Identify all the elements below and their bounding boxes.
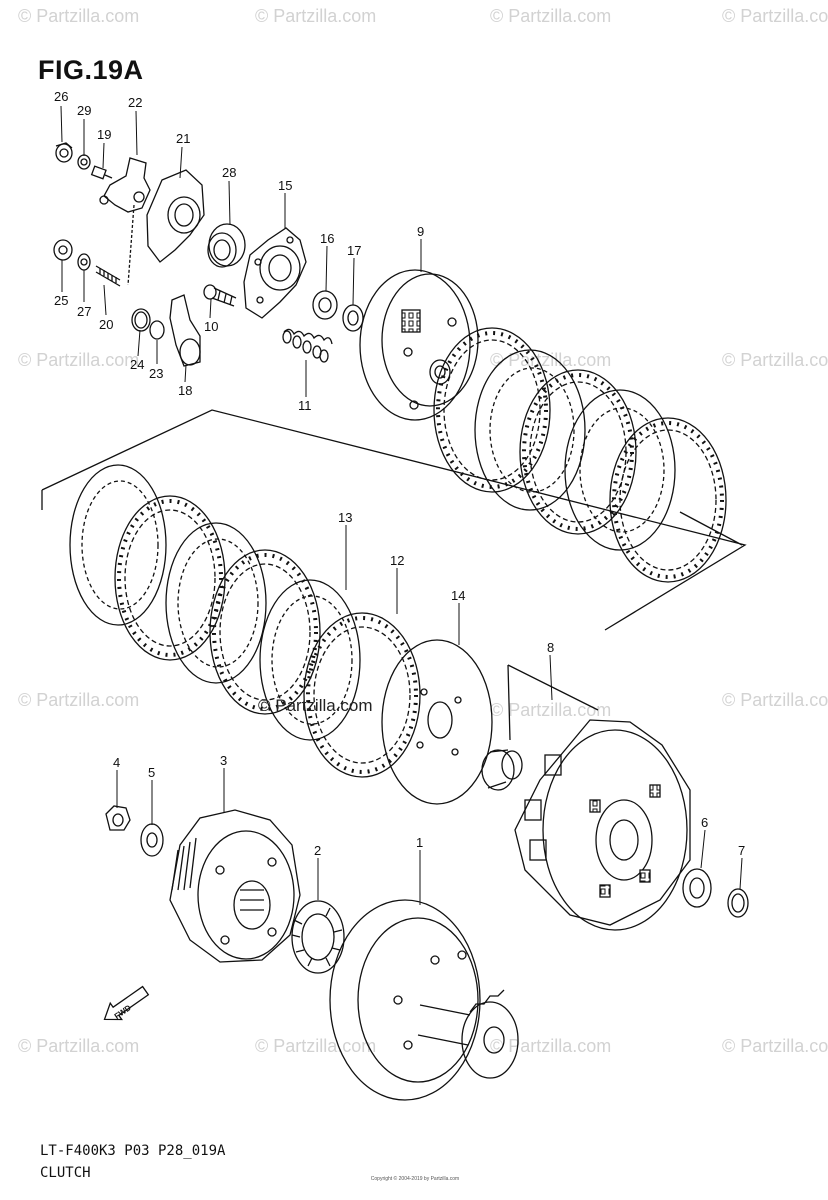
callout-13: 13 <box>338 510 352 525</box>
callout-3: 3 <box>220 753 227 768</box>
watermark: © Partzilla.com <box>490 6 612 26</box>
callout-20: 20 <box>99 317 113 332</box>
one-way-clutch-2 <box>291 900 345 974</box>
callout-1: 1 <box>416 835 423 850</box>
release-flange-15 <box>243 227 307 319</box>
watermark: © Partzilla.com <box>18 690 140 710</box>
callout-10: 10 <box>204 319 218 334</box>
bolt-19 <box>90 165 113 180</box>
sleeve <box>481 749 523 791</box>
clutch-hub-3 <box>169 809 301 963</box>
callout-11: 11 <box>298 398 312 413</box>
callout-28: 28 <box>222 165 236 180</box>
watermark: © Partzilla.com <box>18 1036 140 1056</box>
copyright-note: Copyright © 2004-2019 by Partzilla.com <box>370 1176 460 1182</box>
callout-25: 25 <box>54 293 68 308</box>
callout-4: 4 <box>113 755 120 770</box>
callout-2: 2 <box>314 843 321 858</box>
bearing-28 <box>207 223 246 268</box>
clutch-housing-8 <box>514 719 691 931</box>
primary-driven-gear-1 <box>329 899 519 1101</box>
nut-26 <box>55 142 73 163</box>
callout-18: 18 <box>178 383 192 398</box>
washer-27 <box>77 253 91 271</box>
callout-labels: 26 29 19 22 21 28 15 16 17 9 25 27 20 10… <box>54 89 745 1021</box>
watermark: © Partzilla.com <box>722 350 828 370</box>
callout-19: 19 <box>97 127 111 142</box>
lever-22 <box>99 157 151 286</box>
bolt-10 <box>203 284 237 307</box>
washer-5 <box>140 823 164 857</box>
washer-17 <box>342 304 364 332</box>
callout-23: 23 <box>149 366 163 381</box>
callout-21: 21 <box>176 131 190 146</box>
cover-plate-21 <box>146 169 205 263</box>
watermark: © Partzilla.com <box>18 350 140 370</box>
washer-29 <box>77 154 91 170</box>
watermark: © Partzilla.com <box>490 700 612 720</box>
callout-14: 14 <box>451 588 465 603</box>
friction-plate-12 <box>303 612 421 778</box>
callout-29: 29 <box>77 103 91 118</box>
watermark: © Partzilla.com <box>722 1036 828 1056</box>
callout-8: 8 <box>547 640 554 655</box>
friction-plate <box>209 549 321 715</box>
friction-plate <box>609 417 727 583</box>
screw-20 <box>95 265 121 287</box>
callout-26: 26 <box>54 89 68 104</box>
steel-plate <box>564 389 676 551</box>
plate-set-bracket <box>41 409 747 631</box>
watermark: © Partzilla.com <box>255 1036 377 1056</box>
oring-24 <box>131 308 151 332</box>
steel-plate <box>165 522 267 684</box>
pressure-plate-9 <box>359 269 479 421</box>
springs-11 <box>282 328 333 363</box>
callout-24: 24 <box>130 357 144 372</box>
thrust-plate-14 <box>381 639 493 805</box>
steel-plate <box>69 464 167 626</box>
bearing-16 <box>312 290 338 320</box>
callout-5: 5 <box>148 765 155 780</box>
nut-4 <box>105 805 131 831</box>
leader-lines <box>60 105 743 905</box>
callout-22: 22 <box>128 95 142 110</box>
watermark: © Partzilla.com <box>18 6 140 26</box>
callout-6: 6 <box>701 815 708 830</box>
washer-7 <box>727 888 749 918</box>
watermark: © Partzilla.com <box>722 6 828 26</box>
callout-15: 15 <box>278 178 292 193</box>
callout-27: 27 <box>77 304 91 319</box>
bracket-8 <box>507 664 599 741</box>
callout-17: 17 <box>347 243 361 258</box>
diagram-code: LT-F400K3 P03 P28_019A <box>40 1143 226 1159</box>
watermark: © Partzilla.com <box>490 350 612 370</box>
friction-plate <box>433 327 551 493</box>
watermark-center: © Partzilla.com <box>258 696 373 715</box>
forward-arrow-icon <box>103 985 150 1021</box>
callout-12: 12 <box>390 553 404 568</box>
watermark: © Partzilla.com <box>490 1036 612 1056</box>
diagram-name: CLUTCH <box>40 1165 91 1181</box>
friction-plate <box>114 495 226 661</box>
steel-plate <box>474 349 586 511</box>
washer-6 <box>682 868 712 908</box>
figure-title: FIG.19A <box>38 55 144 85</box>
washer-23 <box>149 320 165 340</box>
watermark: © Partzilla.com <box>255 6 377 26</box>
callout-16: 16 <box>320 231 334 246</box>
steel-plate-13 <box>259 579 361 741</box>
callout-7: 7 <box>738 843 745 858</box>
watermark: © Partzilla.com <box>722 690 828 710</box>
callout-9: 9 <box>417 224 424 239</box>
nut-25 <box>53 239 73 261</box>
release-shaft-18 <box>169 294 201 367</box>
